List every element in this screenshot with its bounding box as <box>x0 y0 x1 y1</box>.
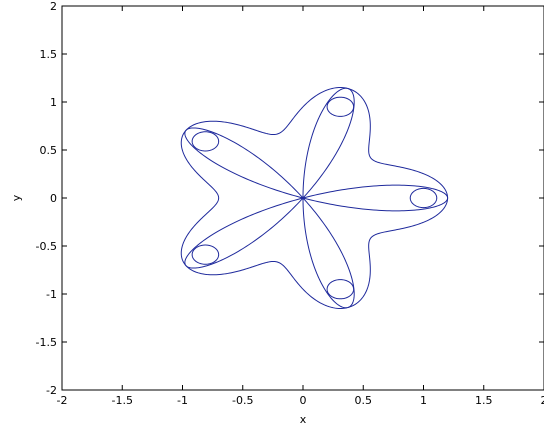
curves-group <box>180 87 449 309</box>
curve-small-loop <box>191 131 220 152</box>
y-tick-label: -2 <box>46 384 57 397</box>
curve-small-loop <box>191 244 220 265</box>
y-axis-ticks: -2 -1.5 -1 -0.5 0 0.5 1 1.5 2 <box>36 0 544 397</box>
y-tick-label: 0 <box>50 192 57 205</box>
y-tick-label: 1 <box>50 96 57 109</box>
curve-small-loop <box>409 187 438 209</box>
curve-petal-rose <box>184 87 449 309</box>
y-tick-label: -1.5 <box>36 336 57 349</box>
y-axis-label: y <box>10 194 23 201</box>
x-tick-label: 1 <box>420 394 427 407</box>
x-tick-label: 1.5 <box>475 394 493 407</box>
x-tick-label: -0.5 <box>232 394 253 407</box>
x-tick-label: -1.5 <box>112 394 133 407</box>
x-tick-label: 2 <box>541 394 544 407</box>
y-tick-label: 1.5 <box>40 48 58 61</box>
curve-small-loop <box>326 96 355 117</box>
x-axis-label: x <box>300 413 307 426</box>
x-axis-ticks: -2 -1.5 -1 -0.5 0 0.5 1 1.5 2 <box>57 6 544 407</box>
y-tick-label: -1 <box>46 288 57 301</box>
y-tick-label: 2 <box>50 0 57 13</box>
x-tick-label: 0 <box>300 394 307 407</box>
x-tick-label: -2 <box>57 394 68 407</box>
curve-outer-boundary <box>180 87 449 309</box>
curve-small-loop <box>326 279 355 300</box>
x-tick-label: 0.5 <box>355 394 373 407</box>
y-tick-label: -0.5 <box>36 240 57 253</box>
y-tick-label: 0.5 <box>40 144 58 157</box>
x-tick-label: -1 <box>177 394 188 407</box>
